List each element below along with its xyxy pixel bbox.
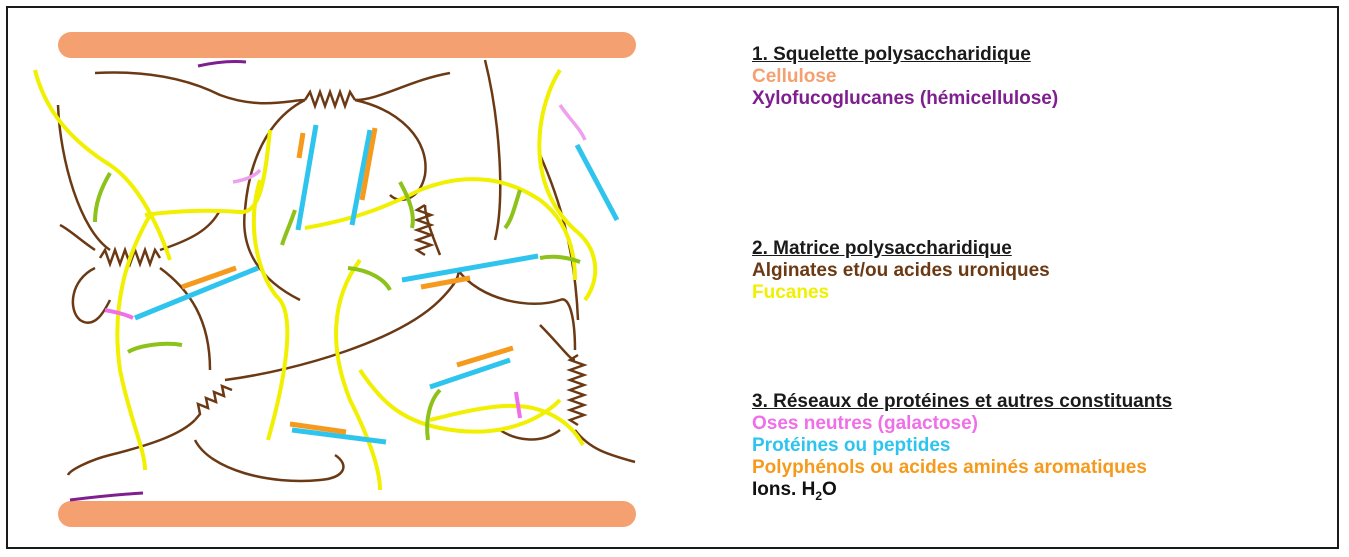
polyphenol-segment <box>456 345 514 368</box>
alginate-strand <box>456 269 577 351</box>
legend-item-xylofucoglucanes: Xylofucoglucanes (hémicellulose) <box>752 88 1059 109</box>
alginate-strand <box>539 324 576 362</box>
green-link <box>126 341 183 354</box>
cell-wall-diagram <box>33 32 636 527</box>
alginate-coil <box>413 203 435 257</box>
galactose-link <box>514 391 522 419</box>
legend-item-polyphenols: Polyphénols ou acides aminés aromatiques <box>752 457 1147 478</box>
polyphenol-segment <box>359 127 378 201</box>
green-link <box>93 171 112 223</box>
green-link <box>398 181 415 229</box>
alginate-strand <box>159 209 222 252</box>
alginate-coil <box>566 353 588 427</box>
alginate-coil <box>194 383 233 421</box>
alginate-strand <box>59 223 96 252</box>
green-link <box>280 209 297 246</box>
fucane-strand <box>334 258 382 491</box>
alginate-strand <box>483 59 502 241</box>
alginate-strand <box>159 266 212 371</box>
galactose-link <box>232 168 262 184</box>
protein-segment <box>291 427 387 445</box>
polyphenol-segment <box>181 265 237 290</box>
galactose-link <box>558 104 587 141</box>
protein-segment <box>349 129 373 226</box>
ions-prefix: Ions. H <box>752 479 816 500</box>
legend-item-proteines: Protéines ou peptides <box>752 435 951 456</box>
fucane-strand <box>304 177 577 281</box>
green-link <box>503 189 522 230</box>
fucane-strand <box>358 368 562 434</box>
fucane-strand <box>33 69 172 261</box>
fucane-strand <box>429 403 585 447</box>
alginate-strand <box>574 429 636 464</box>
galactose-link <box>104 308 134 320</box>
legend-item-cellulose: Cellulose <box>752 66 837 87</box>
legend-section-3: 3. Réseaux de protéines et autres consti… <box>752 391 1172 507</box>
fucane-strand <box>537 68 598 302</box>
polyphenol-segment <box>296 132 306 159</box>
xylofucoglucane-strand <box>197 60 247 68</box>
fucane-strand <box>115 214 152 471</box>
legend-item-fucanes: Fucanes <box>752 282 830 303</box>
xylofucoglucane-strand <box>69 491 144 502</box>
legend-item-oses-neutres: Oses neutres (galactose) <box>752 413 978 434</box>
ions-suffix: O <box>822 479 837 500</box>
alginate-strand <box>94 71 306 105</box>
alginate-strand <box>354 71 451 102</box>
green-link <box>539 254 581 264</box>
alginate-coil <box>303 88 357 110</box>
ions-subscript: 2 <box>815 488 823 503</box>
protein-segment <box>134 265 259 321</box>
legend-heading: 1. Squelette polysaccharidique <box>752 44 1031 65</box>
alginate-strand <box>193 439 345 483</box>
fucane-strand <box>144 129 272 217</box>
legend-section-2: 2. Matrice polysaccharidique Alginates e… <box>752 238 1050 304</box>
alginate-strand <box>56 104 111 252</box>
protein-segment <box>295 124 319 231</box>
green-link <box>425 388 442 441</box>
green-link <box>347 266 392 292</box>
cellulose-bar-top <box>58 32 636 58</box>
legend-heading: 3. Réseaux de protéines et autres consti… <box>752 391 1173 412</box>
legend-item-alginates: Alginates et/ou acides uroniques <box>752 260 1050 281</box>
polyphenol-segment <box>420 275 471 290</box>
protein-segment <box>429 357 511 390</box>
fucane-strand <box>251 179 290 441</box>
cellulose-bar-bottom <box>58 501 636 527</box>
alginate-strand <box>66 419 196 476</box>
polyphenol-segment <box>289 421 347 435</box>
protein-segment <box>401 253 539 283</box>
legend-heading: 2. Matrice polysaccharidique <box>752 238 1012 259</box>
alginate-strand <box>499 428 561 441</box>
protein-segment <box>574 143 620 222</box>
legend-section-1: 1. Squelette polysaccharidique Cellulose… <box>752 44 1058 110</box>
legend-item-ions: Ions. H2O <box>752 479 1172 507</box>
alginate-strand <box>71 266 112 324</box>
